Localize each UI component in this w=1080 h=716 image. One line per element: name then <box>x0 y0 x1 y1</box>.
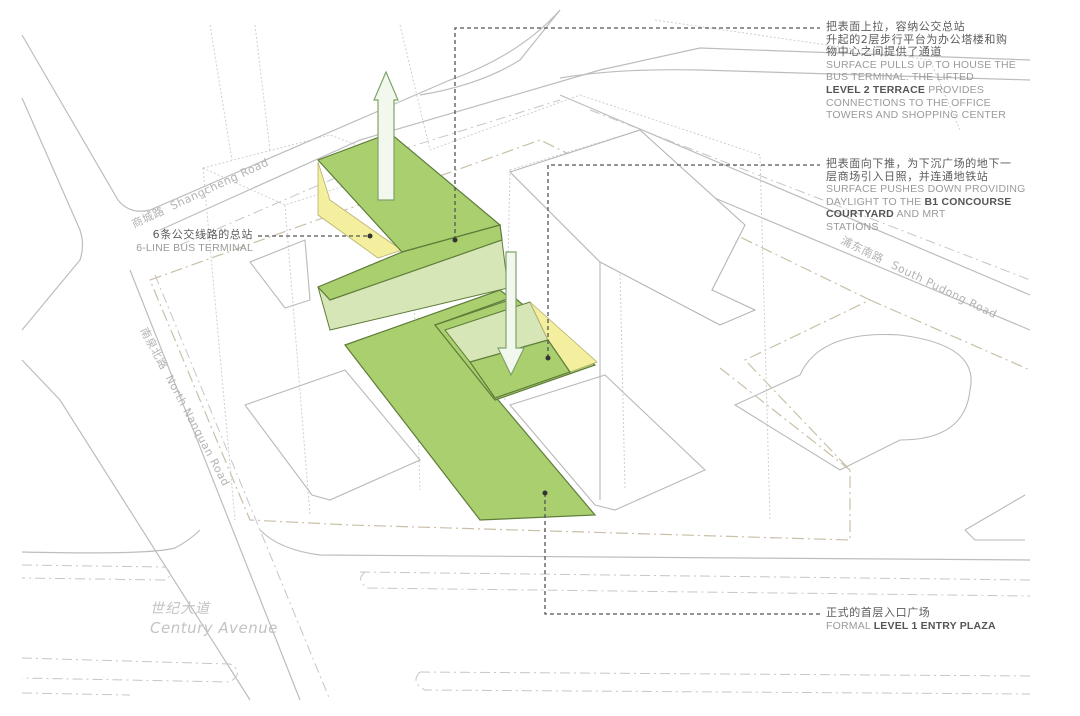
courtyard-en-bold2: COURTYARD <box>826 208 894 221</box>
south-pudong-road-en: South Pudong Road <box>889 259 999 322</box>
century-avenue-en: Century Avenue <box>150 619 279 637</box>
century-avenue-label: 世纪大道 Century Avenue <box>150 598 278 637</box>
entry-plaza-en-bold: LEVEL 1 ENTRY PLAZA <box>873 619 996 632</box>
terrace-cn-1: 把表面上拉，容纳公交总站 <box>826 20 966 33</box>
annotation-sunken-courtyard: 把表面向下推，为下沉广场的地下一 层商场引入日照，并连通地铁站 SURFACE … <box>826 157 1026 234</box>
building-outlines <box>244 129 1026 541</box>
annotation-lifted-terrace: 把表面上拉，容纳公交总站 升起的2层步行平台为办公塔楼和购 物中心之间提供了通道… <box>826 20 1016 122</box>
bus-terminal-cn: 6条公交线路的总站 <box>152 228 253 241</box>
b1-courtyard-floor <box>469 339 571 399</box>
terrace-en-3: PROVIDES <box>925 83 985 96</box>
courtyard-en-4: STATIONS <box>826 220 879 233</box>
leader-lines <box>258 27 820 615</box>
courtyard-cn-2: 层商场引入日照，并连通地铁站 <box>826 169 989 183</box>
century-avenue-cn: 世纪大道 <box>150 601 210 617</box>
leader-entry-plaza <box>544 493 820 615</box>
courtyard-cn-1: 把表面向下推，为下沉广场的地下一 <box>826 157 1012 170</box>
courtyard-en-3: AND MRT <box>893 208 946 221</box>
annotation-bus-terminal: 6条公交线路的总站 6-LINE BUS TERMINAL <box>118 228 253 254</box>
south-pudong-road-cn: 浦东南路 <box>839 234 886 266</box>
ramp-top-edge <box>316 224 503 301</box>
svg-text:商城路 Shangcheng Road: 商城路 Shangcheng Road <box>129 155 270 231</box>
terrace-cn-3: 物中心之间提供了通道 <box>826 45 942 59</box>
entry-plaza-en-pre: FORMAL <box>826 619 874 632</box>
terrace-cn-2: 升起的2层步行平台为办公塔楼和购 <box>826 32 1008 46</box>
terrace-en-2: BUS TERMINAL. THE LIFTED <box>826 71 974 84</box>
shangcheng-road-cn: 商城路 <box>129 203 166 230</box>
shangcheng-road-en: Shangcheng Road <box>168 156 270 213</box>
bus-terminal-en: 6-LINE BUS TERMINAL <box>136 241 253 254</box>
terrace-en-5: TOWERS AND SHOPPING CENTER <box>826 109 1007 122</box>
courtyard-en-2: DAYLIGHT TO THE <box>826 195 925 208</box>
terrace-en-1: SURFACE PULLS UP TO HOUSE THE <box>826 58 1016 71</box>
arrow-down-icon <box>497 251 525 377</box>
terrace-en-bold: LEVEL 2 TERRACE <box>826 83 926 96</box>
leader-terrace <box>454 27 820 240</box>
courtyard-en-bold1: B1 CONCOURSE <box>924 195 1012 208</box>
entry-plaza-cn: 正式的首层入口广场 <box>826 606 931 619</box>
annotation-entry-plaza: 正式的首层入口广场 FORMAL LEVEL 1 ENTRY PLAZA <box>826 606 996 632</box>
terrace-en-4: CONNECTIONS TO THE OFFICE <box>826 96 991 109</box>
road-network <box>21 9 1031 701</box>
north-nanquan-road-en: North Nanquan Road <box>163 373 233 489</box>
courtyard-en-1: SURFACE PUSHES DOWN PROVIDING <box>826 183 1026 196</box>
leader-courtyard <box>547 164 820 358</box>
arrow-up-icon <box>373 70 399 201</box>
